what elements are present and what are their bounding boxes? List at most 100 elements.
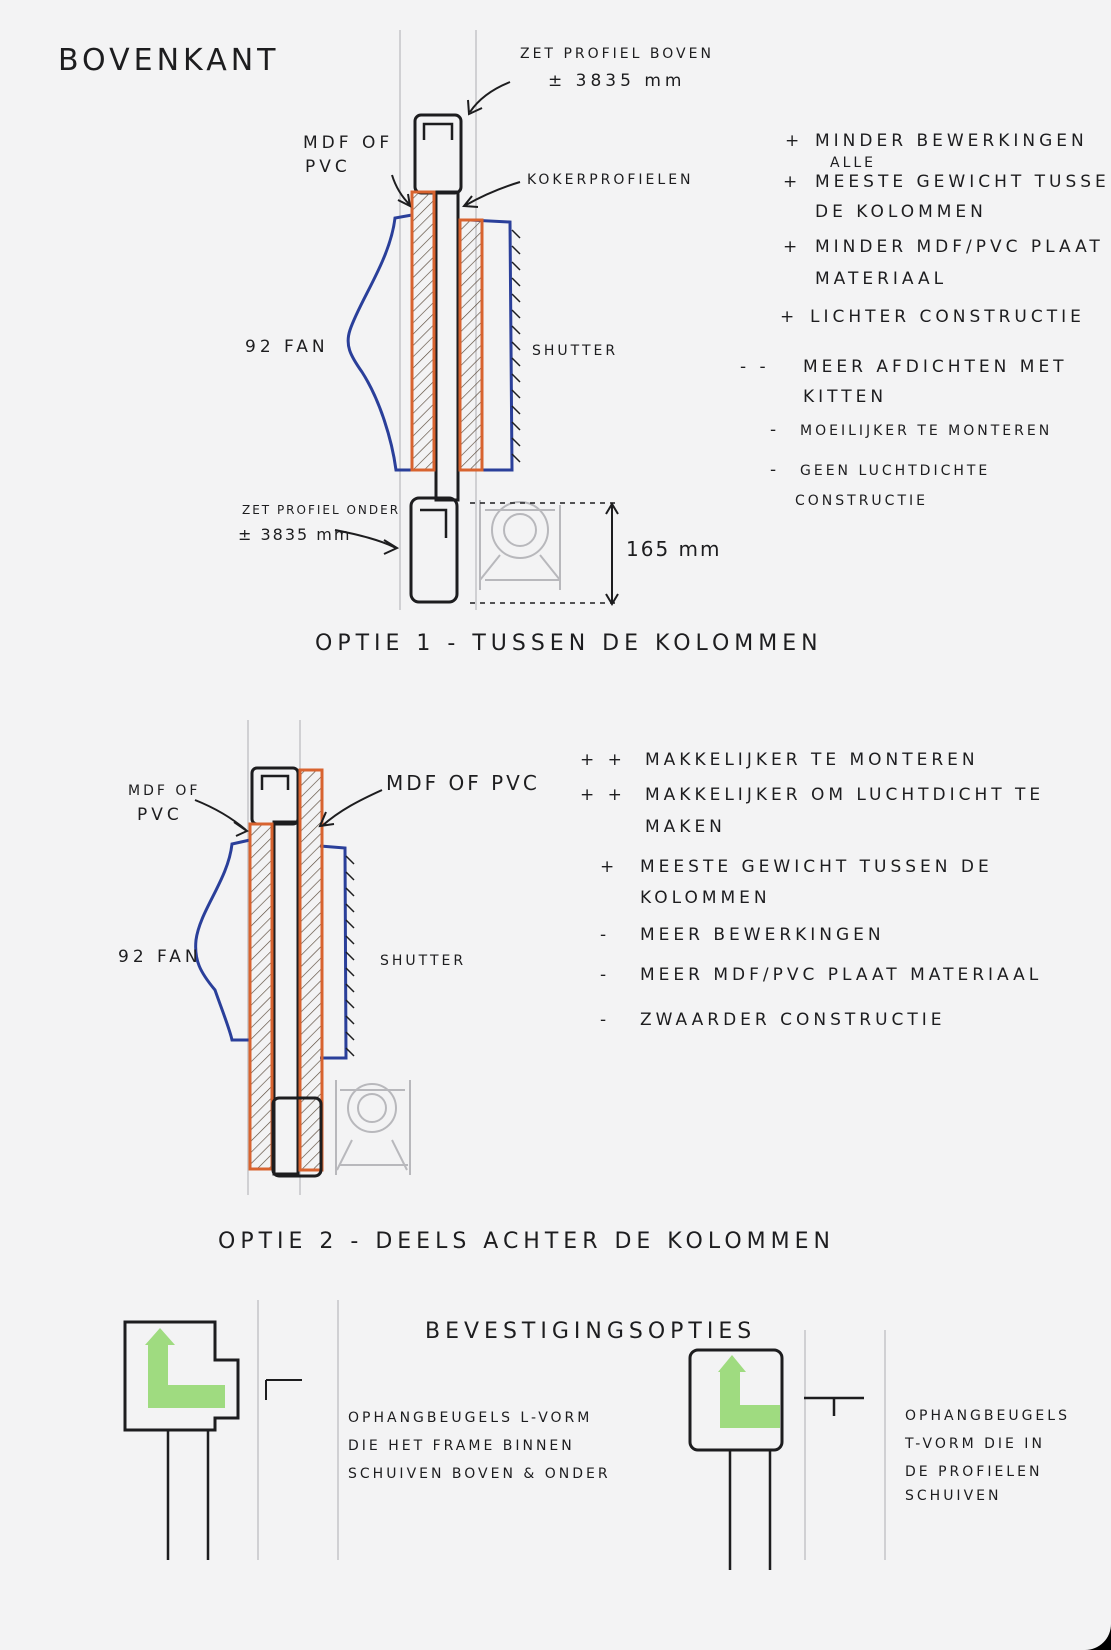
bottom-profile-lip	[420, 508, 448, 538]
note-text: KITTEN	[803, 387, 887, 407]
note-sign: +	[780, 307, 798, 327]
pipe-sketch	[479, 500, 561, 590]
koker-profile	[272, 820, 300, 1176]
t-bracket-legs	[728, 1450, 772, 1570]
note-text: LICHTER CONSTRUCTIE	[810, 307, 1085, 327]
label-bottom-profile-1: ZET PROFIEL ONDER	[242, 503, 400, 517]
option1-caption: OPTIE 1 - TUSSEN DE KOLOMMEN	[315, 631, 823, 656]
note-text: GEEN LUCHTDICHTE	[800, 463, 990, 479]
bottom-profile	[409, 496, 459, 604]
option1-notes: + MINDER BEWERKINGEN ALLE + MEESTE GEWIC…	[740, 131, 1111, 509]
l-bracket-profile	[265, 1379, 302, 1400]
label-top-profile-2: ± 3835 mm	[548, 71, 685, 91]
page-title: BOVENKANT	[58, 43, 280, 78]
shutter-ticks	[345, 855, 355, 1057]
note-sign: - -	[740, 357, 770, 377]
l-bracket-frame	[123, 1320, 240, 1432]
note-sign: -	[770, 460, 780, 480]
t-bracket-text-3: DE PROFIELEN	[905, 1464, 1042, 1480]
fan-housing	[346, 213, 413, 472]
note-text: MATERIAAL	[815, 269, 947, 289]
leader-mdf-left	[194, 799, 250, 837]
mdf-board-left	[248, 822, 274, 1171]
leader-mdf	[391, 174, 412, 208]
note-text: ZWAARDER CONSTRUCTIE	[640, 1010, 946, 1030]
note-sign: + +	[580, 785, 626, 805]
note-text: DE KOLOMMEN	[815, 202, 987, 222]
label-mdf-2: PVC	[305, 157, 351, 177]
note-text: MEER AFDICHTEN MET	[803, 357, 1068, 377]
label-mdf-left-2: PVC	[137, 805, 183, 825]
label-mdf-left-1: MDF OF	[128, 783, 200, 799]
note-sign: -	[600, 1010, 610, 1030]
pipe-sketch	[335, 1080, 411, 1175]
shutter-frame	[469, 218, 514, 472]
t-bracket-text-4: SCHUIVEN	[905, 1488, 1001, 1504]
shutter-ticks	[511, 229, 521, 463]
mdf-board-right	[298, 768, 324, 1172]
top-profile	[413, 113, 463, 195]
l-bracket-text-1: OPHANGBEUGELS L-VORM	[348, 1410, 592, 1426]
note-text: MEER MDF/PVC PLAAT MATERIAAL	[640, 965, 1042, 985]
note-text: CONSTRUCTIE	[795, 493, 928, 509]
label-shutter-1: SHUTTER	[532, 343, 618, 359]
mdf-board-right	[458, 218, 484, 472]
option2-diagram	[194, 720, 411, 1195]
label-shutter-2: SHUTTER	[380, 953, 466, 969]
note-sign: +	[600, 857, 618, 877]
l-bracket-text-3: SCHUIVEN BOVEN & ONDER	[348, 1466, 611, 1482]
mdf-board-left	[410, 190, 436, 472]
top-profile-lip	[260, 774, 290, 790]
l-bracket-arrow	[145, 1328, 225, 1408]
dimension-arrows	[605, 502, 619, 606]
t-bracket-sketch	[688, 1330, 886, 1570]
note-sign: -	[600, 925, 610, 945]
l-bracket-legs	[166, 1428, 210, 1560]
l-bracket-sketch	[123, 1300, 339, 1560]
option2-notes: + + MAKKELIJKER TE MONTEREN + + MAKKELIJ…	[580, 750, 1044, 1030]
label-fan-2: 92 FAN	[118, 947, 202, 967]
note-text: MAKKELIJKER OM LUCHTDICHT TE	[645, 785, 1044, 805]
note-sign: +	[783, 237, 801, 257]
koker-profile	[434, 190, 460, 502]
note-sign: -	[770, 420, 780, 440]
t-bracket-profile	[804, 1396, 864, 1416]
option1-diagram	[334, 30, 620, 610]
leader-top-profile	[467, 81, 511, 116]
leader-bottom-profile	[334, 529, 400, 555]
note-sign: + +	[580, 750, 626, 770]
l-bracket-text-2: DIE HET FRAME BINNEN	[348, 1438, 575, 1454]
label-mdf-1: MDF OF	[303, 133, 393, 153]
t-bracket-arrow	[718, 1355, 780, 1428]
note-text: MINDER MDF/PVC PLAAT	[815, 237, 1104, 257]
label-mdf-right: MDF OF PVC	[386, 771, 540, 795]
leader-mdf-right	[318, 789, 383, 828]
note-text: MAKEN	[645, 817, 726, 837]
t-bracket-frame	[688, 1348, 784, 1452]
top-profile-lip	[422, 122, 454, 140]
label-koker: KOKERPROFIELEN	[527, 172, 694, 188]
option2-caption: OPTIE 2 - DEELS ACHTER DE KOLOMMEN	[218, 1229, 835, 1254]
note-text: MEESTE GEWICHT TUSSEN	[815, 172, 1111, 192]
note-text: ALLE	[830, 155, 876, 171]
label-fan-1: 92 FAN	[245, 337, 329, 357]
note-text: MAKKELIJKER TE MONTEREN	[645, 750, 979, 770]
note-sign: +	[783, 172, 801, 192]
note-text: MEESTE GEWICHT TUSSEN DE	[640, 857, 993, 877]
label-bottom-profile-2: ± 3835 mm	[238, 525, 351, 544]
t-bracket-text-1: OPHANGBEUGELS	[905, 1408, 1070, 1424]
fan-housing	[194, 838, 251, 1042]
label-top-profile-1: ZET PROFIEL BOVEN	[520, 46, 714, 62]
note-text: MINDER BEWERKINGEN	[815, 131, 1088, 151]
note-sign: -	[600, 965, 610, 985]
note-text: MOEILIJKER TE MONTEREN	[800, 423, 1052, 439]
note-text: KOLOMMEN	[640, 888, 771, 908]
bottom-profile	[271, 1096, 323, 1178]
note-sign: +	[785, 131, 803, 151]
dimension-label: 165 mm	[626, 537, 722, 561]
shutter-frame	[319, 844, 348, 1060]
note-text: MEER BEWERKINGEN	[640, 925, 885, 945]
